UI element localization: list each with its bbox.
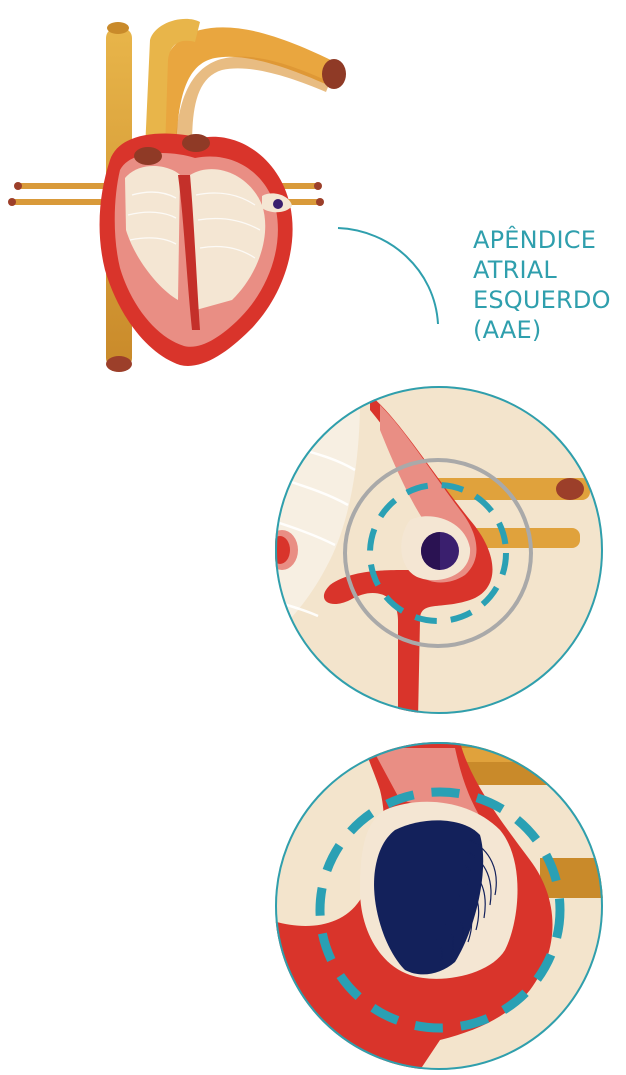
label-line-4: (AAE) bbox=[473, 315, 611, 345]
label-line-3: ESQUERDO bbox=[473, 285, 611, 315]
appendage-zoom bbox=[266, 386, 603, 720]
appendage-dot bbox=[273, 199, 283, 209]
label-line-2: ATRIAL bbox=[473, 255, 611, 285]
connector-curve bbox=[338, 228, 438, 324]
appendage-label: APÊNDICE ATRIAL ESQUERDO (AAE) bbox=[473, 225, 611, 345]
occluder-device-zoom bbox=[270, 742, 626, 1070]
label-line-1: APÊNDICE bbox=[473, 225, 611, 255]
heart-illustration bbox=[8, 19, 346, 372]
